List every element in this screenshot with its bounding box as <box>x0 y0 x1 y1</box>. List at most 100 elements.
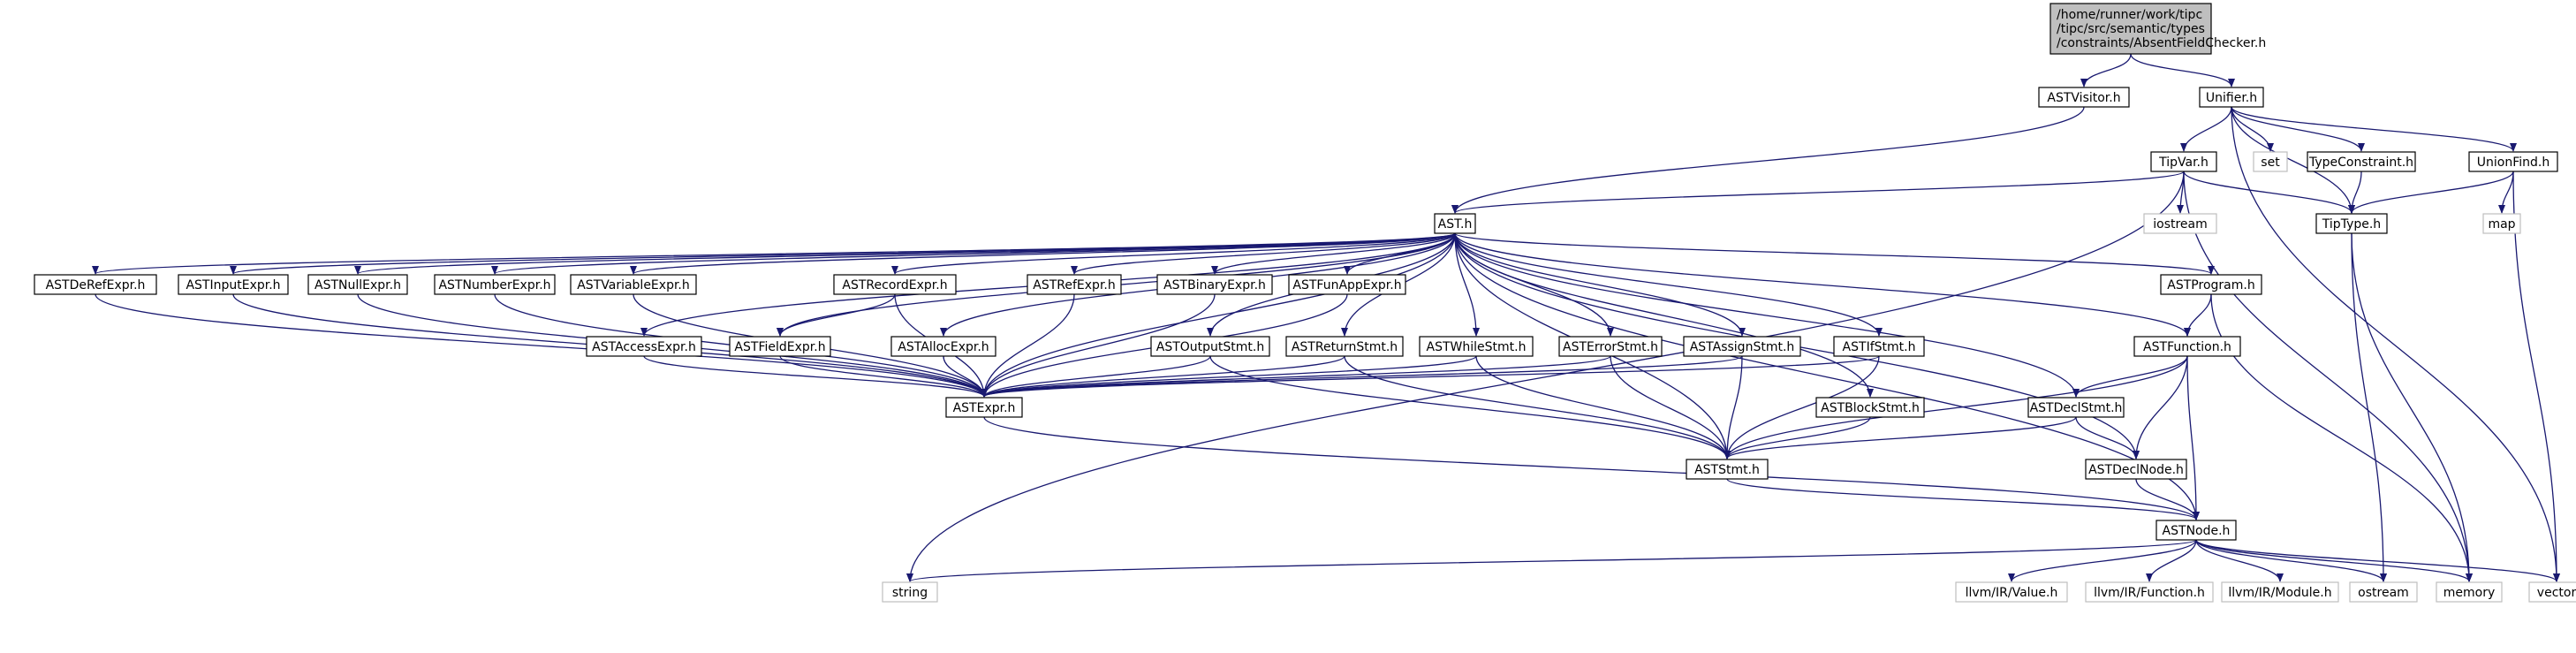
edge-tipvar-to-memory <box>2183 171 2473 582</box>
node-astifstmt[interactable]: ASTIfStmt.h <box>1833 336 1925 357</box>
edge-astdeclstmt-to-aststmt <box>1724 416 2077 459</box>
node-ast[interactable]: AST.h <box>1434 213 1476 234</box>
node-astdeclstmt[interactable]: ASTDeclStmt.h <box>2027 397 2125 418</box>
edge-astnode-to-llvmmodule <box>2195 539 2284 582</box>
node-ostream[interactable]: ostream <box>2349 581 2418 603</box>
edge-tipvar-to-tiptype <box>2183 171 2355 214</box>
node-label-memory: memory <box>2443 586 2496 600</box>
edge-ast-to-astvariableexpr <box>630 232 1456 275</box>
node-label-astfunction: ASTFunction.h <box>2143 340 2231 354</box>
node-astvariableexpr[interactable]: ASTVariableExpr.h <box>570 274 697 295</box>
edge-ast-to-astifstmt <box>1454 232 1883 337</box>
node-label-astwhilestmt: ASTWhileStmt.h <box>1427 340 1527 354</box>
edge-ast-to-astfunction <box>1454 232 2191 337</box>
node-astderefexpr[interactable]: ASTDeRefExpr.h <box>34 274 157 295</box>
node-astrecordexpr[interactable]: ASTRecordExpr.h <box>833 274 957 295</box>
node-label-astnode: ASTNode.h <box>2163 524 2231 538</box>
node-astfunappexpr[interactable]: ASTFunAppExpr.h <box>1288 274 1406 295</box>
node-map[interactable]: map <box>2482 213 2521 234</box>
node-label-astrecordexpr: ASTRecordExpr.h <box>842 278 947 292</box>
node-astassignstmt[interactable]: ASTAssignStmt.h <box>1683 336 1801 357</box>
node-label-llvmvalue: llvm/IR/Value.h <box>1966 586 2058 600</box>
edge-unifier-to-tipvar <box>2180 106 2232 152</box>
node-astaccessexpr[interactable]: ASTAccessExpr.h <box>586 336 702 357</box>
edge-astblockstmt-to-aststmt <box>1724 416 1871 459</box>
edge-tiptype-to-ostream <box>2351 232 2387 582</box>
edge-aststmt-to-astnode <box>1726 478 2200 520</box>
root-file-node[interactable]: /home/runner/work/tipc /tipc/src/semanti… <box>2049 3 2266 55</box>
node-label-astvisitor: ASTVisitor.h <box>2047 91 2120 105</box>
node-astbinaryexpr[interactable]: ASTBinaryExpr.h <box>1156 274 1273 295</box>
node-astnode[interactable]: ASTNode.h <box>2156 520 2237 541</box>
edge-asterrorstmt-to-astexpr <box>981 355 1611 398</box>
node-astprogram[interactable]: ASTProgram.h <box>2160 274 2262 295</box>
node-astnullexpr[interactable]: ASTNullExpr.h <box>307 274 408 295</box>
node-set[interactable]: set <box>2253 151 2288 172</box>
node-llvmvalue[interactable]: llvm/IR/Value.h <box>1955 581 2068 603</box>
node-tiptype[interactable]: TipType.h <box>2315 213 2388 234</box>
node-astnumberexpr[interactable]: ASTNumberExpr.h <box>434 274 556 295</box>
node-astvisitor[interactable]: ASTVisitor.h <box>2038 87 2130 108</box>
root-file-path-line-2: /tipc/src/semantic/types <box>2057 22 2205 36</box>
node-label-astfieldexpr: ASTFieldExpr.h <box>734 340 825 354</box>
edge-ast-to-astnullexpr <box>354 232 1456 275</box>
node-label-astaccessexpr: ASTAccessExpr.h <box>592 340 696 354</box>
node-label-astnullexpr: ASTNullExpr.h <box>314 278 401 292</box>
node-astfieldexpr[interactable]: ASTFieldExpr.h <box>729 336 831 357</box>
node-astblockstmt[interactable]: ASTBlockStmt.h <box>1815 397 1925 418</box>
node-astexpr[interactable]: ASTExpr.h <box>945 397 1023 418</box>
edge-astbinaryexpr-to-astexpr <box>981 293 1216 398</box>
edge-root-to-astvisitor <box>2080 53 2132 87</box>
node-string[interactable]: string <box>882 581 938 603</box>
edge-unionfind-to-vector <box>2512 171 2560 582</box>
node-label-astrefexpr: ASTRefExpr.h <box>1033 278 1115 292</box>
node-label-vector: vector <box>2537 586 2576 600</box>
node-label-iostream: iostream <box>2153 217 2208 232</box>
node-astfunction[interactable]: ASTFunction.h <box>2133 336 2241 357</box>
edge-ast-to-astdeclstmt <box>1454 232 2080 398</box>
node-asterrorstmt[interactable]: ASTErrorStmt.h <box>1558 336 1663 357</box>
node-label-astfunappexpr: ASTFunAppExpr.h <box>1292 278 1401 292</box>
edge-unifier-to-unionfind <box>2231 106 2517 152</box>
edges-layer <box>92 53 2560 582</box>
edge-astfunction-to-aststmt <box>1724 355 2188 459</box>
node-label-aststmt: ASTStmt.h <box>1694 463 1760 477</box>
node-astdeclnode[interactable]: ASTDeclNode.h <box>2085 459 2187 480</box>
edge-ast-to-astderefexpr <box>92 232 1456 275</box>
node-label-map: map <box>2488 217 2515 232</box>
node-unifier[interactable]: Unifier.h <box>2199 87 2264 108</box>
node-memory[interactable]: memory <box>2436 581 2503 603</box>
node-astrefexpr[interactable]: ASTRefExpr.h <box>1027 274 1122 295</box>
node-label-unionfind: UnionFind.h <box>2477 156 2549 170</box>
node-unionfind[interactable]: UnionFind.h <box>2468 151 2558 172</box>
edge-astfunction-to-astdeclnode <box>2133 355 2188 459</box>
edge-tiptype-to-memory <box>2351 232 2473 582</box>
edge-ast-to-astwhilestmt <box>1454 232 1480 337</box>
edge-astifstmt-to-astexpr <box>981 355 1880 398</box>
nodes-layer: /home/runner/work/tipc /tipc/src/semanti… <box>34 3 2576 603</box>
node-typeconstraint[interactable]: TypeConstraint.h <box>2307 151 2416 172</box>
node-astwhilestmt[interactable]: ASTWhileStmt.h <box>1419 336 1534 357</box>
node-label-astoutputstmt: ASTOutputStmt.h <box>1156 340 1264 354</box>
edge-astassignstmt-to-astexpr <box>981 355 1743 398</box>
node-astoutputstmt[interactable]: ASTOutputStmt.h <box>1150 336 1270 357</box>
node-label-tipvar: TipVar.h <box>2158 156 2209 170</box>
edge-astaccessexpr-to-astexpr <box>643 355 988 398</box>
node-label-ostream: ostream <box>2358 586 2409 600</box>
edge-ast-to-astprogram <box>1454 232 2215 275</box>
node-llvmmodule[interactable]: llvm/IR/Module.h <box>2221 581 2339 603</box>
edge-astprogram-to-astfunction <box>2184 293 2212 337</box>
edge-ast-to-astnode <box>1454 232 2200 520</box>
node-aststmt[interactable]: ASTStmt.h <box>1686 459 1769 480</box>
node-label-astdeclnode: ASTDeclNode.h <box>2088 463 2184 477</box>
edge-tipvar-to-ast <box>1451 171 2185 214</box>
node-astallocexpr[interactable]: ASTAllocExpr.h <box>890 336 996 357</box>
node-tipvar[interactable]: TipVar.h <box>2150 151 2217 172</box>
node-iostream[interactable]: iostream <box>2143 213 2217 234</box>
edge-astprogram-to-memory <box>2210 293 2473 582</box>
node-astreturnstmt[interactable]: ASTReturnStmt.h <box>1285 336 1404 357</box>
node-astinputexpr[interactable]: ASTInputExpr.h <box>178 274 289 295</box>
node-vector[interactable]: vector <box>2528 581 2576 603</box>
node-llvmfunction[interactable]: llvm/IR/Function.h <box>2085 581 2214 603</box>
